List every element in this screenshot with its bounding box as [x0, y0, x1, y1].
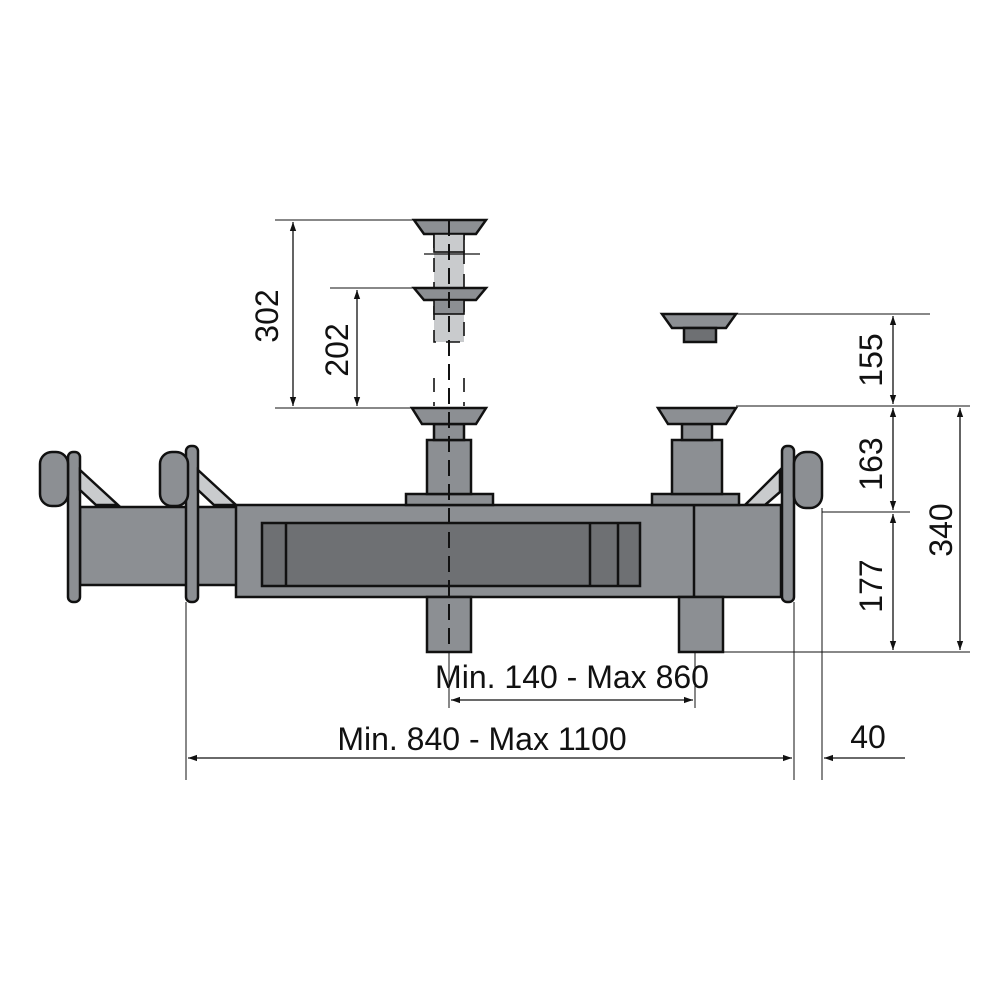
- dim-340-label: 340: [923, 503, 959, 556]
- right-extension-arm: [741, 444, 824, 604]
- right-extension-pad: [659, 312, 739, 330]
- dim-302-label: 302: [249, 289, 285, 342]
- dim-overall-width-label: Min. 840 - Max 1100: [337, 721, 626, 757]
- right-roller: [792, 450, 824, 510]
- left-inner-bracket: [196, 467, 240, 507]
- right-jack-column: [650, 312, 741, 507]
- right-extension-pad-stem: [682, 326, 718, 344]
- left-outer-plate: [66, 450, 82, 604]
- left-inner-roller: [158, 450, 190, 508]
- left-extension-arm: [38, 444, 242, 604]
- main-beam: [234, 503, 783, 654]
- right-jack-pad: [655, 406, 739, 426]
- dimension-heights: 155 163 177 340: [723, 313, 970, 653]
- right-jack-neck: [680, 422, 714, 442]
- dim-end-offset-label: 40: [850, 719, 886, 755]
- right-bracket: [741, 466, 782, 507]
- right-lower-post: [677, 595, 725, 654]
- left-outer-bracket: [78, 467, 122, 507]
- dimension-overall-width: Min. 840 - Max 1100 40: [185, 508, 905, 780]
- dim-163-label: 163: [853, 437, 889, 490]
- left-outer-roller: [38, 450, 70, 508]
- left-jack-column: [404, 218, 495, 652]
- dimension-pad-raise: 302 202: [249, 219, 416, 409]
- right-jack-body: [670, 438, 724, 496]
- dim-155-label: 155: [853, 333, 889, 386]
- right-jack-base: [650, 492, 741, 507]
- dim-202-label: 202: [319, 323, 355, 376]
- beam-window: [260, 521, 642, 588]
- dim-pad-spacing-label: Min. 140 - Max 860: [435, 659, 709, 695]
- dim-177-label: 177: [853, 559, 889, 612]
- right-plate: [780, 444, 796, 604]
- left-arm-tube: [78, 505, 242, 587]
- dimension-pad-spacing: Min. 140 - Max 860: [435, 652, 709, 708]
